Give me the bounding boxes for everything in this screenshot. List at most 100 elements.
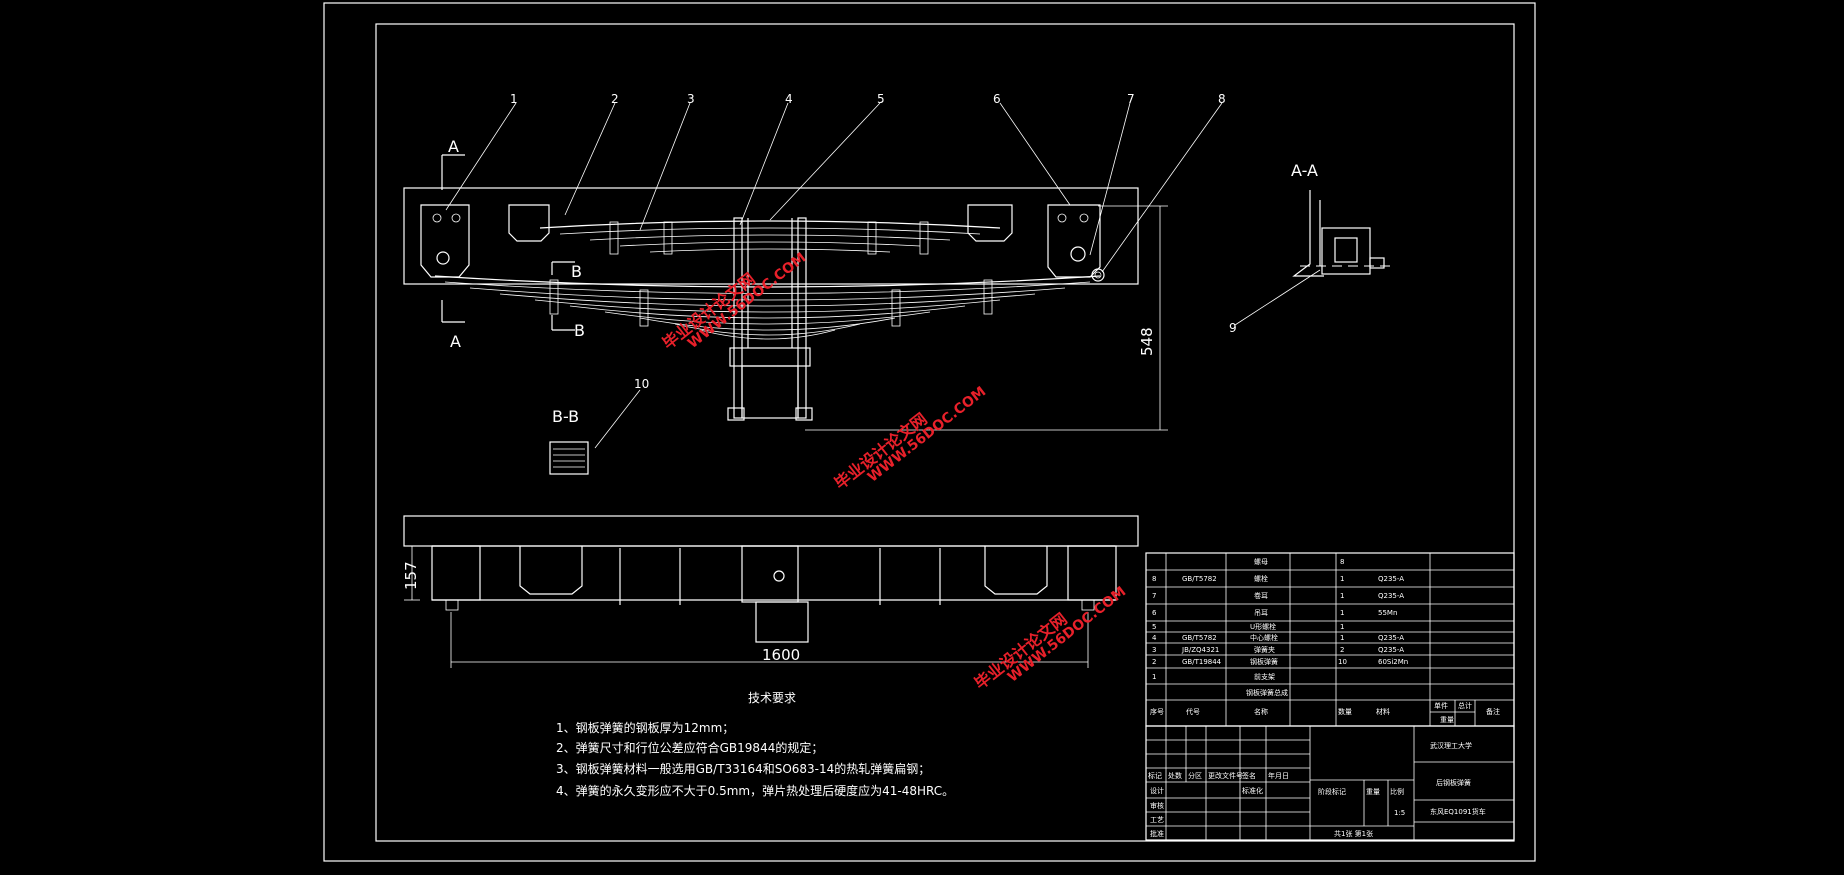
dimension-length: 1600 xyxy=(762,646,800,664)
svg-text:6: 6 xyxy=(1152,609,1157,617)
title-block xyxy=(1145,725,1515,841)
svg-text:年月日: 年月日 xyxy=(1268,771,1289,780)
vehicle-model: 东风EQ1091货车 xyxy=(1430,807,1486,816)
balloon-3: 3 xyxy=(687,92,695,106)
svg-text:数量: 数量 xyxy=(1338,707,1352,716)
drawing-name: 后钢板弹簧 xyxy=(1436,778,1471,787)
svg-text:1: 1 xyxy=(1340,575,1344,583)
svg-text:比例: 比例 xyxy=(1390,787,1404,796)
svg-text:螺母: 螺母 xyxy=(1254,557,1268,566)
svg-text:名称: 名称 xyxy=(1254,707,1268,716)
dimension-height: 548 xyxy=(1138,327,1156,356)
svg-text:1: 1 xyxy=(1340,592,1344,600)
dimension-height-side: 157 xyxy=(402,561,420,590)
section-a-bottom: A xyxy=(450,332,461,351)
svg-text:吊耳: 吊耳 xyxy=(1254,609,1268,617)
svg-text:2: 2 xyxy=(1340,646,1344,654)
svg-text:2: 2 xyxy=(1152,658,1156,666)
svg-text:签名: 签名 xyxy=(1242,771,1256,780)
balloon-8: 8 xyxy=(1218,92,1226,106)
svg-text:设计: 设计 xyxy=(1150,786,1164,795)
inner-frame xyxy=(375,23,1515,842)
svg-text:GB/T5782: GB/T5782 xyxy=(1182,634,1217,642)
drawing-scale: 1:5 xyxy=(1394,809,1405,817)
svg-text:10: 10 xyxy=(1338,658,1347,666)
svg-text:Q235-A: Q235-A xyxy=(1378,575,1404,583)
svg-text:55Mn: 55Mn xyxy=(1378,609,1397,617)
svg-text:批准: 批准 xyxy=(1150,829,1164,838)
svg-text:Q235-A: Q235-A xyxy=(1378,634,1404,642)
plan-view-leaf-spring xyxy=(403,515,1139,668)
balloon-4: 4 xyxy=(785,92,793,106)
svg-text:工艺: 工艺 xyxy=(1150,816,1164,824)
svg-text:GB/T19844: GB/T19844 xyxy=(1182,658,1222,666)
svg-text:WWW.56DOC.COM: WWW.56DOC.COM xyxy=(1005,584,1129,686)
svg-text:螺栓: 螺栓 xyxy=(1254,574,1268,583)
tech-item-1: 1、钢板弹簧的钢板厚为12mm； xyxy=(556,720,734,735)
svg-text:处数: 处数 xyxy=(1168,771,1182,780)
svg-text:标记: 标记 xyxy=(1148,771,1162,780)
svg-text:Q235-A: Q235-A xyxy=(1378,646,1404,654)
section-a-top: A xyxy=(448,137,459,156)
balloon-leaders xyxy=(445,102,1321,449)
svg-text:1: 1 xyxy=(1152,673,1156,681)
svg-text:8: 8 xyxy=(1340,558,1344,566)
svg-text:7: 7 xyxy=(1152,592,1156,600)
section-view-aa xyxy=(1292,190,1395,277)
svg-text:单件: 单件 xyxy=(1434,701,1448,710)
view-label-aa: A-A xyxy=(1291,161,1318,180)
parts-list-table xyxy=(1145,552,1515,727)
svg-text:代号: 代号 xyxy=(1186,707,1200,716)
svg-text:5: 5 xyxy=(1152,623,1156,631)
svg-text:卷耳: 卷耳 xyxy=(1254,591,1268,600)
svg-text:弹簧夹: 弹簧夹 xyxy=(1254,645,1275,654)
svg-text:标准化: 标准化 xyxy=(1242,786,1263,795)
svg-text:更改文件号: 更改文件号 xyxy=(1208,771,1243,780)
svg-text:Q235-A: Q235-A xyxy=(1378,592,1404,600)
svg-text:8: 8 xyxy=(1152,575,1156,583)
balloon-9: 9 xyxy=(1229,321,1237,335)
svg-text:材料: 材料 xyxy=(1376,707,1390,716)
title-block-text: 武汉理工大学 后钢板弹簧 东风EQ1091货车 共1张 第1张 1:5 标记 处… xyxy=(1148,741,1486,838)
balloon-6: 6 xyxy=(993,92,1001,106)
svg-text:阶段标记: 阶段标记 xyxy=(1318,787,1346,796)
tech-item-4: 4、弹簧的永久变形应不大于0.5mm，弹片热处理后硬度应为41-48HRC。 xyxy=(556,783,954,798)
balloon-7: 7 xyxy=(1127,92,1135,106)
tech-title: 技术要求 xyxy=(748,691,796,705)
svg-text:3: 3 xyxy=(1152,646,1156,654)
svg-text:1: 1 xyxy=(1340,623,1344,631)
svg-text:审核: 审核 xyxy=(1150,801,1164,810)
balloon-1: 1 xyxy=(510,92,518,106)
svg-text:JB/ZQ4321: JB/ZQ4321 xyxy=(1181,646,1219,654)
tech-item-2: 2、弹簧尺寸和行位公差应符合GB19844的规定； xyxy=(556,740,823,755)
svg-text:钢板弹簧总成: 钢板弹簧总成 xyxy=(1246,688,1288,697)
svg-text:中心螺栓: 中心螺栓 xyxy=(1250,633,1278,642)
svg-text:重量: 重量 xyxy=(1366,788,1380,796)
outer-frame xyxy=(323,2,1536,862)
svg-text:4: 4 xyxy=(1152,634,1157,642)
section-b-top: B xyxy=(571,262,582,281)
svg-text:钢板弹簧: 钢板弹簧 xyxy=(1250,657,1278,666)
tech-item-3: 3、钢板弹簧材料一般选用GB/T33164和SO683-14的热轧弹簧扁钢； xyxy=(556,761,930,776)
svg-text:1: 1 xyxy=(1340,609,1344,617)
section-view-bb xyxy=(549,441,589,475)
balloon-2: 2 xyxy=(611,92,619,106)
svg-text:重量: 重量 xyxy=(1440,716,1454,724)
view-label-bb: B-B xyxy=(552,407,579,426)
svg-text:WWW.56DOC.COM: WWW.56DOC.COM xyxy=(865,384,989,486)
svg-text:U形螺栓: U形螺栓 xyxy=(1250,622,1276,631)
balloon-5: 5 xyxy=(877,92,885,106)
watermark-2: 毕业设计论文网 WWW.56DOC.COM xyxy=(831,384,989,493)
svg-text:60Si2Mn: 60Si2Mn xyxy=(1378,658,1408,666)
balloon-10: 10 xyxy=(634,377,649,391)
front-view-leaf-spring xyxy=(403,154,1168,431)
svg-text:1: 1 xyxy=(1340,634,1344,642)
svg-text:备注: 备注 xyxy=(1486,707,1500,716)
section-b-bottom: B xyxy=(574,321,585,340)
school-name: 武汉理工大学 xyxy=(1430,741,1472,750)
svg-text:前支架: 前支架 xyxy=(1254,672,1275,681)
svg-text:GB/T5782: GB/T5782 xyxy=(1182,575,1217,583)
sheet-count: 共1张 第1张 xyxy=(1334,829,1373,838)
